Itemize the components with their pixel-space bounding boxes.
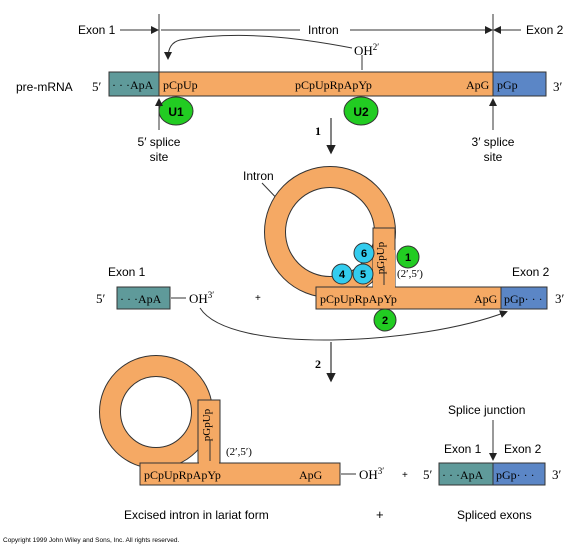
exon1-sequence-middle: · · ·ApA — [120, 292, 162, 306]
caption-plus: + — [376, 507, 384, 522]
exon2-sequence-middle: pGp· · · — [504, 292, 543, 306]
plus-middle: + — [255, 293, 261, 304]
intron-branch-sequence: pCpUpRpApYp — [295, 78, 372, 92]
branch-sequence-middle: pCpUpRpApYp — [320, 292, 397, 306]
splice-junction-label: Splice junction — [448, 403, 525, 417]
spliced-five-prime: 5′ — [423, 467, 433, 482]
u2-label: U2 — [353, 105, 369, 119]
premrna-label: pre-mRNA — [16, 80, 73, 94]
lariat-formation-section: Intron pGpUp (2′,5′) pCpUpRpApYp ApG pGp… — [96, 166, 565, 341]
plus-bottom: + — [402, 470, 408, 481]
lariat-bond-label: (2′,5′) — [226, 446, 252, 458]
snrnp-4 — [331, 263, 353, 285]
intron-3-sequence: ApG — [466, 78, 490, 92]
bond-label-middle: (2′,5′) — [397, 268, 423, 280]
exon2-sequence: pGp — [497, 78, 518, 92]
three-prime-middle: 3′ — [555, 291, 565, 306]
copyright-notice: Copyright 1999 John Wiley and Sons, Inc.… — [3, 537, 180, 544]
step2-number: 2 — [315, 357, 321, 371]
five-prime-middle: 5′ — [96, 291, 106, 306]
splice3-label-line2: site — [484, 150, 503, 164]
stem-sequence: pGpUp — [375, 241, 387, 274]
exon1-label-top: Exon 1 — [78, 23, 116, 37]
splice3-label-line1: 3′ splice — [472, 135, 515, 149]
premrna-section: Exon 1 Intron Exon 2 OH2′ pre-mRNA 5′ · … — [16, 14, 564, 164]
exon1-bar-middle — [116, 286, 171, 310]
lariat-branch-sequence: pCpUpRpApYp — [144, 468, 221, 482]
intron-label-top: Intron — [308, 23, 339, 37]
spliced-three-prime: 3′ — [552, 467, 562, 482]
spliced-exon2-sequence: pGp· · · — [496, 468, 535, 482]
intron-bar — [158, 71, 494, 97]
u1-label: U1 — [168, 105, 184, 119]
caption-spliced-exons: Spliced exons — [457, 508, 532, 522]
spliced-exon2-bar — [492, 462, 546, 486]
spliced-exon1-label: Exon 1 — [444, 442, 482, 456]
lariat-bar — [139, 462, 341, 486]
spliced-exons: Splice junction Exon 1 Exon 2 5′ · · ·Ap… — [423, 403, 562, 486]
lariat-join — [199, 455, 219, 467]
exon2-bar-middle — [500, 286, 548, 310]
excised-lariat: pGpUp (2′,5′) pCpUpRpApYp ApG OH3′ + — [99, 355, 408, 486]
spliced-exon1-sequence: · · ·ApA — [442, 468, 484, 482]
exon2-label-top: Exon 2 — [526, 23, 564, 37]
intron-label-middle: Intron — [243, 169, 274, 183]
lariat-apg: ApG — [299, 468, 323, 482]
u2-snrnp — [343, 96, 379, 126]
step1-number: 1 — [315, 124, 321, 138]
snrnp-6-label: 6 — [361, 248, 367, 260]
splice5-label-line2: site — [150, 150, 169, 164]
snrnp-5 — [352, 263, 374, 285]
exon2-bar — [492, 71, 547, 97]
exon2-label-middle: Exon 2 — [512, 265, 550, 279]
spliced-exon2-label: Exon 2 — [504, 442, 542, 456]
five-prime-end: 5′ — [92, 79, 102, 94]
snrnp-5-label: 5 — [360, 269, 366, 281]
exon1-label-middle: Exon 1 — [108, 265, 146, 279]
oh-2prime-label: OH2′ — [354, 42, 379, 58]
lariat-stem-sequence: pGpUp — [201, 408, 213, 441]
lariat-loop — [100, 356, 212, 468]
nucleophilic-attack-arrow — [164, 34, 353, 60]
snrnp-1 — [396, 245, 420, 269]
snrnp-2 — [373, 308, 397, 332]
exon1-bar — [108, 71, 160, 97]
splice5-label-line1: 5′ splice — [138, 135, 181, 149]
apg-middle: ApG — [474, 292, 498, 306]
snrnp-4-label: 4 — [339, 269, 346, 281]
snrnp-2-label: 2 — [382, 315, 388, 327]
snrnp-1-label: 1 — [405, 252, 411, 264]
snrnp-6 — [353, 242, 375, 264]
three-prime-end: 3′ — [553, 79, 563, 94]
second-attack-arrow — [199, 307, 508, 341]
caption-excised-intron: Excised intron in lariat form — [124, 508, 269, 522]
lariat-oh: OH3′ — [359, 466, 384, 482]
exon1-sequence: · · ·ApA — [112, 78, 154, 92]
intron-5-sequence: pCpUp — [163, 78, 198, 92]
oh-3prime-middle: OH3′ — [189, 290, 214, 306]
